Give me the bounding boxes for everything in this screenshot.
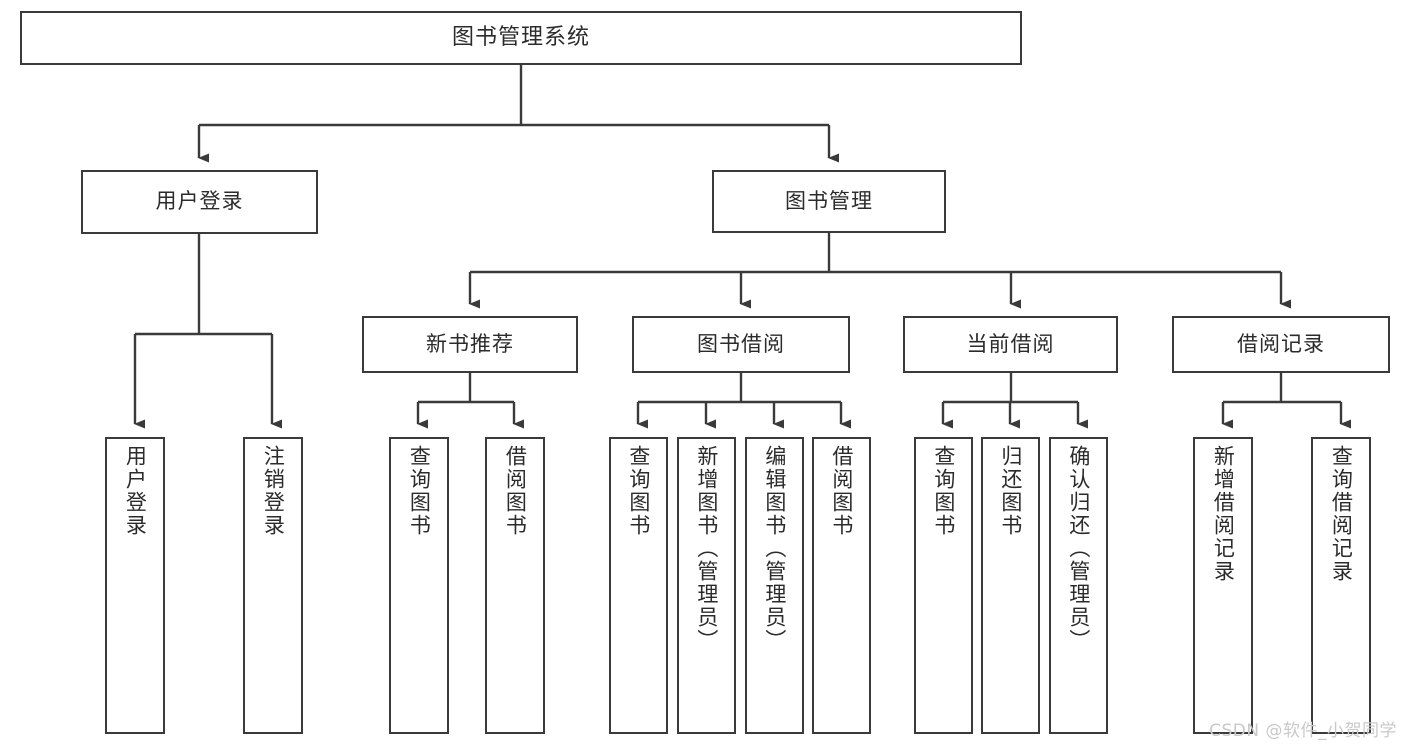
node-leaf-borrow-borrow-book[interactable]: 借阅图书 bbox=[812, 437, 871, 734]
node-book-management[interactable]: 图书管理 bbox=[712, 170, 946, 233]
node-leaf-new-book-borrow-book[interactable]: 借阅图书 bbox=[485, 437, 545, 734]
node-leaf-label: 查询图书 bbox=[407, 445, 432, 537]
node-leaf-user-login-logout[interactable]: 注销登录 bbox=[243, 437, 303, 734]
node-user-login-label: 用户登录 bbox=[155, 189, 244, 214]
node-leaf-borrow-edit-book-admin[interactable]: 编辑图书（管理员） bbox=[745, 437, 804, 734]
node-leaf-label: 借阅图书 bbox=[503, 445, 528, 537]
node-new-book-recommendation-label: 新书推荐 bbox=[426, 331, 514, 356]
node-leaf-label: 归还图书 bbox=[998, 445, 1023, 537]
node-leaf-label: 用户登录 bbox=[123, 445, 148, 537]
node-leaf-current-query-book[interactable]: 查询图书 bbox=[914, 437, 973, 734]
node-current-borrowing[interactable]: 当前借阅 bbox=[903, 316, 1118, 373]
node-leaf-label: 查询图书 bbox=[931, 445, 956, 537]
node-leaf-current-return-book[interactable]: 归还图书 bbox=[981, 437, 1040, 734]
node-book-borrowing-label: 图书借阅 bbox=[697, 331, 785, 356]
node-leaf-record-query-borrow-record[interactable]: 查询借阅记录 bbox=[1311, 437, 1371, 734]
node-leaf-label: 确认归还（管理员） bbox=[1066, 445, 1091, 652]
node-new-book-recommendation[interactable]: 新书推荐 bbox=[362, 316, 578, 373]
node-book-borrowing[interactable]: 图书借阅 bbox=[632, 316, 850, 373]
node-book-management-label: 图书管理 bbox=[785, 188, 873, 213]
node-leaf-label: 查询图书 bbox=[626, 445, 651, 537]
node-leaf-label: 借阅图书 bbox=[829, 445, 854, 537]
node-leaf-borrow-add-book-admin[interactable]: 新增图书（管理员） bbox=[677, 437, 736, 734]
node-leaf-label: 新增借阅记录 bbox=[1211, 445, 1236, 583]
node-leaf-label: 注销登录 bbox=[261, 445, 286, 537]
node-borrowing-records-label: 借阅记录 bbox=[1237, 331, 1325, 356]
node-root-label: 图书管理系统 bbox=[451, 24, 590, 50]
node-leaf-current-confirm-return-admin[interactable]: 确认归还（管理员） bbox=[1049, 437, 1108, 734]
node-leaf-label: 编辑图书（管理员） bbox=[762, 445, 787, 652]
node-leaf-record-add-borrow-record[interactable]: 新增借阅记录 bbox=[1193, 437, 1253, 734]
node-leaf-borrow-query-book[interactable]: 查询图书 bbox=[609, 437, 668, 734]
node-leaf-label: 新增图书（管理员） bbox=[694, 445, 719, 652]
node-leaf-label: 查询借阅记录 bbox=[1329, 445, 1354, 583]
node-root-library-management-system[interactable]: 图书管理系统 bbox=[20, 11, 1022, 65]
node-borrowing-records[interactable]: 借阅记录 bbox=[1172, 316, 1390, 373]
node-leaf-new-book-query-book[interactable]: 查询图书 bbox=[389, 437, 449, 734]
node-user-login[interactable]: 用户登录 bbox=[81, 170, 318, 234]
node-leaf-user-login-login[interactable]: 用户登录 bbox=[105, 437, 165, 734]
node-current-borrowing-label: 当前借阅 bbox=[966, 331, 1055, 356]
